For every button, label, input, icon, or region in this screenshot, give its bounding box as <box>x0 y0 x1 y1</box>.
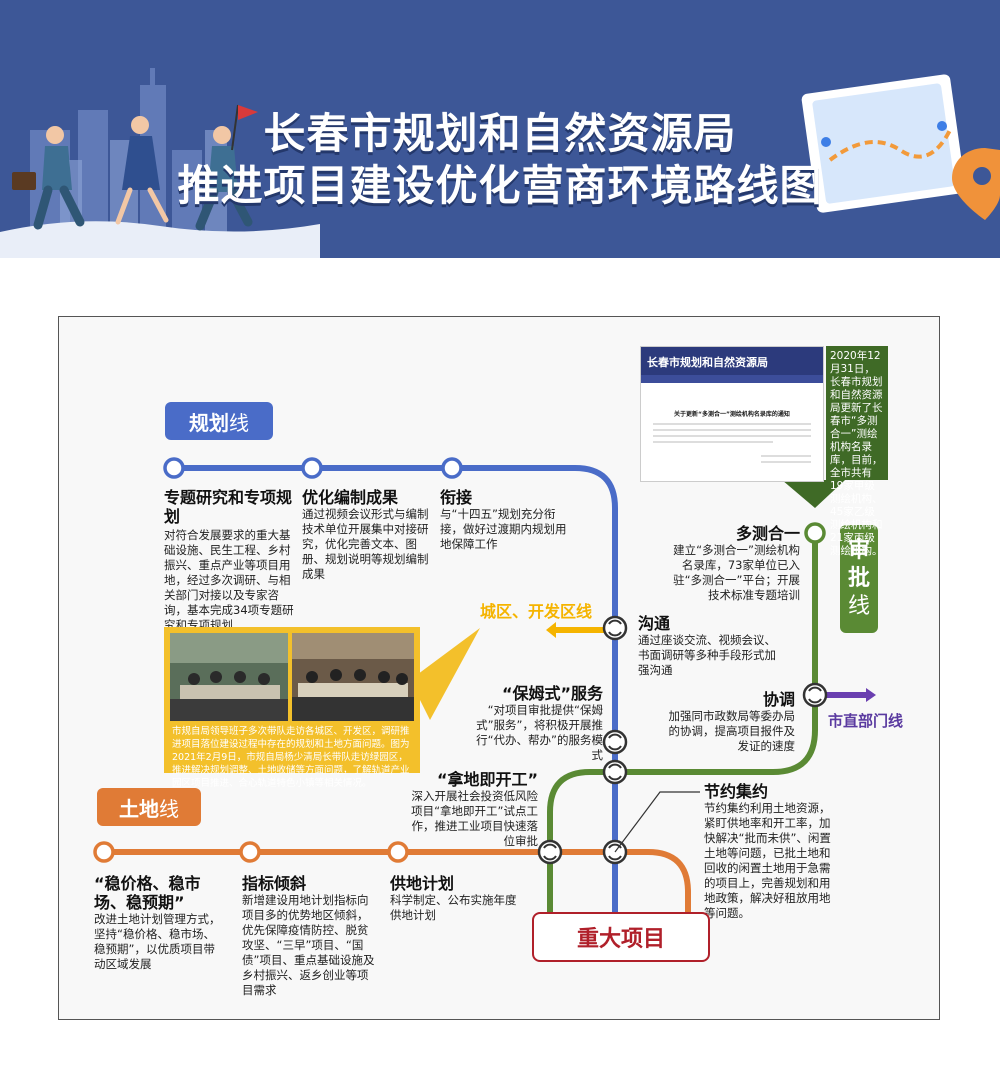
notice-document-screenshot: 长春市规划和自然资源局 关于更新“多测合一”测绘机构名录库的通知 <box>640 346 824 482</box>
station-text-special-research: 对符合发展要求的重大基础设施、民生工程、乡村振兴、重点产业等项目用地，经过多次调… <box>164 528 294 632</box>
ground-wave <box>0 221 320 258</box>
transfer-stations <box>537 615 828 865</box>
station-text-start-on-land: 深入开展社会投资低风险项目“拿地即开工”试点工作，推进工业项目快速落位审批 <box>411 789 538 848</box>
planning-badge-bold: 规划 <box>189 410 229 435</box>
city-dept-arrow-icon <box>866 688 876 702</box>
page-title-line2: 推进项目建设优化营商环境路线图 <box>177 161 823 210</box>
approval-line-badge: 审 批 线 <box>840 525 878 633</box>
station-marker-stabilize <box>93 841 115 863</box>
station-marker-connect <box>441 457 463 479</box>
station-text-optimize: 通过视频会议形式与编制技术单位开展集中对接研究，优化完善文本、图册、规划说明等规… <box>302 507 429 581</box>
station-title-special-research: 专题研究和专项规划 <box>164 488 293 526</box>
station-text-nanny: “对项目审批提供“保姆式”服务”，将积极开展推行“代办、帮办”的服务模式 <box>476 703 603 762</box>
station-text-land-supply: 科学制定、公布实施年度供地计划 <box>390 893 517 922</box>
station-title-multi-survey: 多测合一 <box>735 524 800 543</box>
photo-callout-pointer <box>410 628 480 720</box>
approval-badge-bold2: 批 <box>847 566 870 591</box>
land-badge-thin: 线 <box>159 796 179 821</box>
header-banner: 长春市规划和自然资源局 推进项目建设优化营商环境路线图 <box>0 0 1000 258</box>
photo-caption: 市规自局领导班子多次带队走访各城区、开发区，调研推进项目落位建设过程中存在的规划… <box>172 726 410 789</box>
page-title-line1: 长春市规划和自然资源局 <box>263 109 737 158</box>
station-marker-index-tilt <box>239 841 261 863</box>
station-title-save: 节约集约 <box>704 782 769 801</box>
station-text-communicate: 通过座谈交流、视频会议、书面调研等多种手段形式加强沟通 <box>638 633 776 677</box>
doc-title-bar: 长春市规划和自然资源局 <box>641 347 823 375</box>
meeting-photo-right <box>292 633 414 721</box>
city-dept-label: 市直部门线 <box>828 712 904 730</box>
station-marker-multi-survey <box>804 522 826 544</box>
survey-note-box: 2020年12月31日，长春市规划和自然资源局更新了长春市“多测合一”测绘机构名… <box>826 346 888 557</box>
station-title-land-supply: 供地计划 <box>390 874 455 893</box>
station-text-stabilize: 改进土地计划管理方式，坚持“稳价格、稳市场、稳预期”，以优质项目带动区域发展 <box>94 912 221 971</box>
callout-pointer <box>614 791 700 853</box>
station-marker-optimize <box>301 457 323 479</box>
map-card-icon <box>801 74 966 213</box>
transfer-icon-communicate <box>602 615 628 641</box>
transfer-icon-coordinate <box>802 682 828 708</box>
header-illustration <box>0 68 1000 258</box>
station-text-connect: 与“十四五”规划充分衔接，做好过渡期内规划用地保障工作 <box>440 507 567 551</box>
station-marker-special-research <box>163 457 185 479</box>
station-title-start-on-land: “拿地即开工” <box>436 770 538 789</box>
station-title-optimize: 优化编制成果 <box>302 488 399 507</box>
station-title-connect: 衔接 <box>440 488 473 507</box>
transfer-icon-nanny <box>602 729 628 755</box>
doc-nav-bar <box>641 375 823 383</box>
meeting-photo-left <box>170 633 288 721</box>
approval-badge-thin: 线 <box>847 594 870 619</box>
station-text-save: 节约集约利用土地资源，紧盯供地率和开工率，加快解决“批而未供”、闲置土地等问题，… <box>704 801 831 920</box>
transfer-icon-save <box>602 759 628 785</box>
land-line <box>104 849 691 915</box>
major-project-terminal: 重大项目 <box>532 912 710 962</box>
approval-line <box>547 533 818 920</box>
location-pin-icon <box>952 148 1000 220</box>
land-line-badge: 土地线 <box>97 788 201 826</box>
approval-badge-bold1: 审 <box>848 537 870 565</box>
transfer-icon-start-on-land <box>537 839 563 865</box>
station-title-stabilize: “稳价格、稳市场、稳预期” <box>94 874 201 912</box>
flag-runner-icon <box>195 104 258 231</box>
station-title-index-tilt: 指标倾斜 <box>242 874 307 893</box>
meeting-photo-panel: 市规自局领导班子多次带队走访各城区、开发区，调研推进项目落位建设过程中存在的规划… <box>164 627 420 789</box>
city-zone-label: 城区、开发区线 <box>480 602 593 621</box>
city-zone-arrow-icon <box>546 622 556 638</box>
land-badge-bold: 土地 <box>119 796 159 821</box>
planning-line <box>174 465 618 925</box>
planning-badge-thin: 线 <box>229 410 249 435</box>
doc-heading: 关于更新“多测合一”测绘机构名录库的通知 <box>674 411 790 418</box>
businesswoman-runner-icon <box>115 116 169 225</box>
station-title-communicate: 沟通 <box>638 614 671 633</box>
station-title-nanny: “保姆式”服务 <box>501 684 603 703</box>
station-text-coordinate: 加强同市政数局等委办局的协调，提高项目报件及发证的速度 <box>668 709 796 753</box>
station-title-coordinate: 协调 <box>762 690 795 709</box>
planning-line-badge: 规划线 <box>165 402 273 440</box>
station-marker-land-supply <box>387 841 409 863</box>
doc-bar-title: 长春市规划和自然资源局 <box>647 356 768 369</box>
businessman-runner-icon <box>12 126 85 230</box>
station-text-multi-survey: 建立“多测合一”测绘机构名录库，73家单位已入驻“多测合一”平台；开展技术标准专… <box>673 543 800 602</box>
station-text-index-tilt: 新增建设用地计划指标向项目多的优势地区倾斜，优先保障疫情防控、脱贫攻坚、“三早”… <box>242 893 375 997</box>
doc-callout-pointer <box>782 480 845 508</box>
